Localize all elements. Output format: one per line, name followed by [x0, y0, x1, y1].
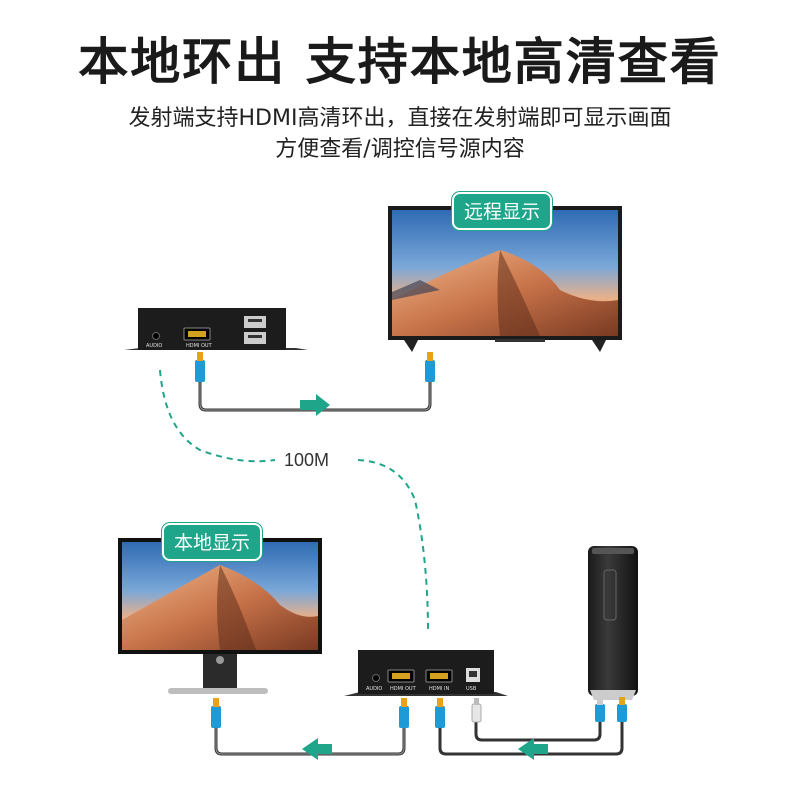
subtitle-line-2: 方便查看/调控信号源内容 [275, 137, 525, 162]
cable-transmitter-to-monitor [211, 698, 409, 760]
network-link-dashed-2 [357, 459, 429, 633]
transmitter-port-hdmi-out: HDMI OUT [390, 686, 417, 692]
remote-display-badge: 远程显示 [452, 192, 553, 230]
network-link-dashed [159, 369, 276, 463]
arrow-right-icon [300, 394, 330, 416]
receiver-port-hdmi-out: HDMI OUT [186, 343, 213, 349]
arrow-left-icon-2 [518, 738, 548, 760]
cable-receiver-to-tv [195, 352, 435, 416]
transmitter-port-usb: USB [466, 686, 477, 692]
pc-tower [588, 546, 638, 700]
distance-label: 100M [284, 450, 330, 470]
cable-pc-to-transmitter [435, 697, 627, 760]
arrow-left-icon [302, 738, 332, 760]
receiver-box: AUDIO HDMI OUT [124, 308, 308, 350]
receiver-port-audio: AUDIO [146, 343, 162, 349]
transmitter-port-audio: AUDIO [366, 686, 382, 692]
transmitter-port-hdmi-in: HDMI IN [429, 686, 449, 692]
subtitle-line-1: 发射端支持HDMI高清环出，直接在发射端即可显示画面 [128, 106, 672, 131]
local-monitor [118, 538, 322, 694]
headline: 本地环出 支持本地高清查看 [78, 33, 722, 91]
transmitter-box: AUDIO HDMI OUT HDMI IN USB [344, 650, 508, 696]
local-display-badge: 本地显示 [162, 523, 263, 561]
